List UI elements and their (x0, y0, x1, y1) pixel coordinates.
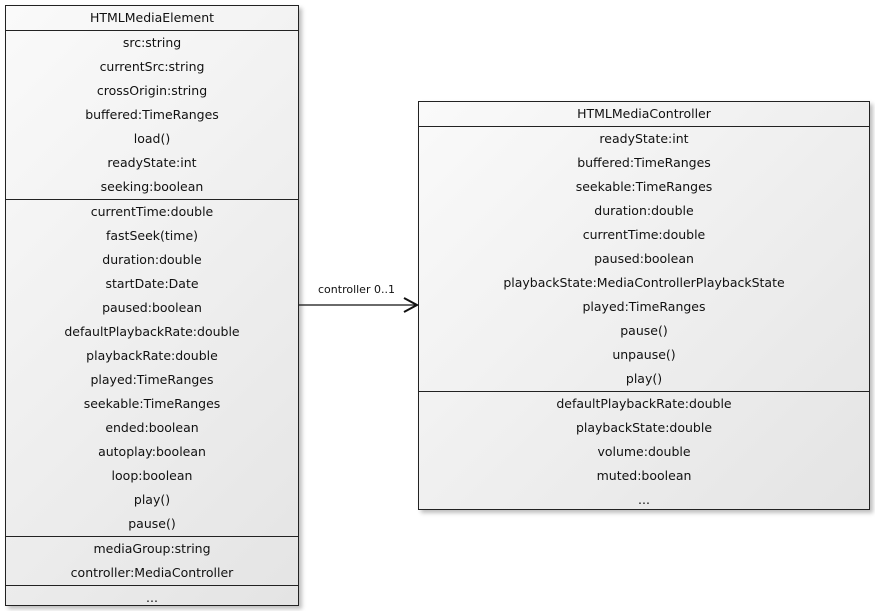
class-member: played:TimeRanges (90, 372, 214, 387)
class-section: defaultPlaybackRate:double playbackState:… (419, 392, 869, 512)
class-member: duration:double (102, 252, 202, 267)
class-member: controller:MediaController (70, 565, 234, 580)
class-title: HTMLMediaController (419, 102, 869, 127)
class-section: src:string currentSrc:string crossOrigin:s… (6, 31, 298, 200)
class-member: seekable:TimeRanges (575, 179, 713, 194)
class-member: startDate:Date (105, 276, 199, 291)
class-member: pause() (128, 516, 176, 531)
class-member: unpause() (612, 347, 676, 362)
class-member: defaultPlaybackRate:double (64, 324, 240, 339)
class-member: buffered:TimeRanges (577, 155, 711, 170)
class-member: play() (133, 492, 171, 507)
class-member: currentTime:double (90, 204, 214, 219)
class-member: currentTime:double (582, 227, 706, 242)
class-member: loop:boolean (111, 468, 193, 483)
class-member: played:TimeRanges (582, 299, 706, 314)
association-label: controller 0..1 (318, 283, 395, 296)
class-title: HTMLMediaElement (6, 6, 298, 31)
class-member: fastSeek(time) (105, 228, 199, 243)
class-member: seekable:TimeRanges (83, 396, 221, 411)
class-member: pause() (620, 323, 668, 338)
class-member: ... (146, 590, 158, 605)
class-member: duration:double (594, 203, 694, 218)
class-member: defaultPlaybackRate:double (556, 396, 732, 411)
class-member: paused:boolean (102, 300, 202, 315)
class-member: seeking:boolean (100, 179, 204, 194)
class-member: ended:boolean (105, 420, 199, 435)
class-member: play() (625, 371, 663, 386)
class-member: playbackRate:double (86, 348, 218, 363)
class-section: ... (6, 586, 298, 610)
class-section: currentTime:double fastSeek(time) duration… (6, 200, 298, 537)
class-member: paused:boolean (594, 251, 694, 266)
class-member: autoplay:boolean (98, 444, 206, 459)
class-member: muted:boolean (596, 468, 692, 483)
class-member: volume:double (597, 444, 691, 459)
class-member: load() (133, 131, 171, 146)
class-htmlmediaelement: HTMLMediaElement src:string currentSrc:st… (5, 5, 299, 606)
class-member: playbackState:MediaControllerPlaybackSta… (503, 275, 785, 290)
class-member: readyState:int (107, 155, 197, 170)
class-member: mediaGroup:string (93, 541, 211, 556)
class-member: buffered:TimeRanges (85, 107, 219, 122)
class-member: crossOrigin:string (96, 83, 208, 98)
class-section: readyState:int buffered:TimeRanges seekabl… (419, 127, 869, 392)
class-member: currentSrc:string (99, 59, 205, 74)
class-member: src:string (122, 35, 182, 50)
class-member: ... (638, 492, 650, 507)
class-htmlmediacontroller: HTMLMediaController readyState:int buffer… (418, 101, 870, 510)
class-member: playbackState:double (575, 420, 713, 435)
class-section: mediaGroup:string controller:MediaControl… (6, 537, 298, 586)
class-member: readyState:int (599, 131, 689, 146)
